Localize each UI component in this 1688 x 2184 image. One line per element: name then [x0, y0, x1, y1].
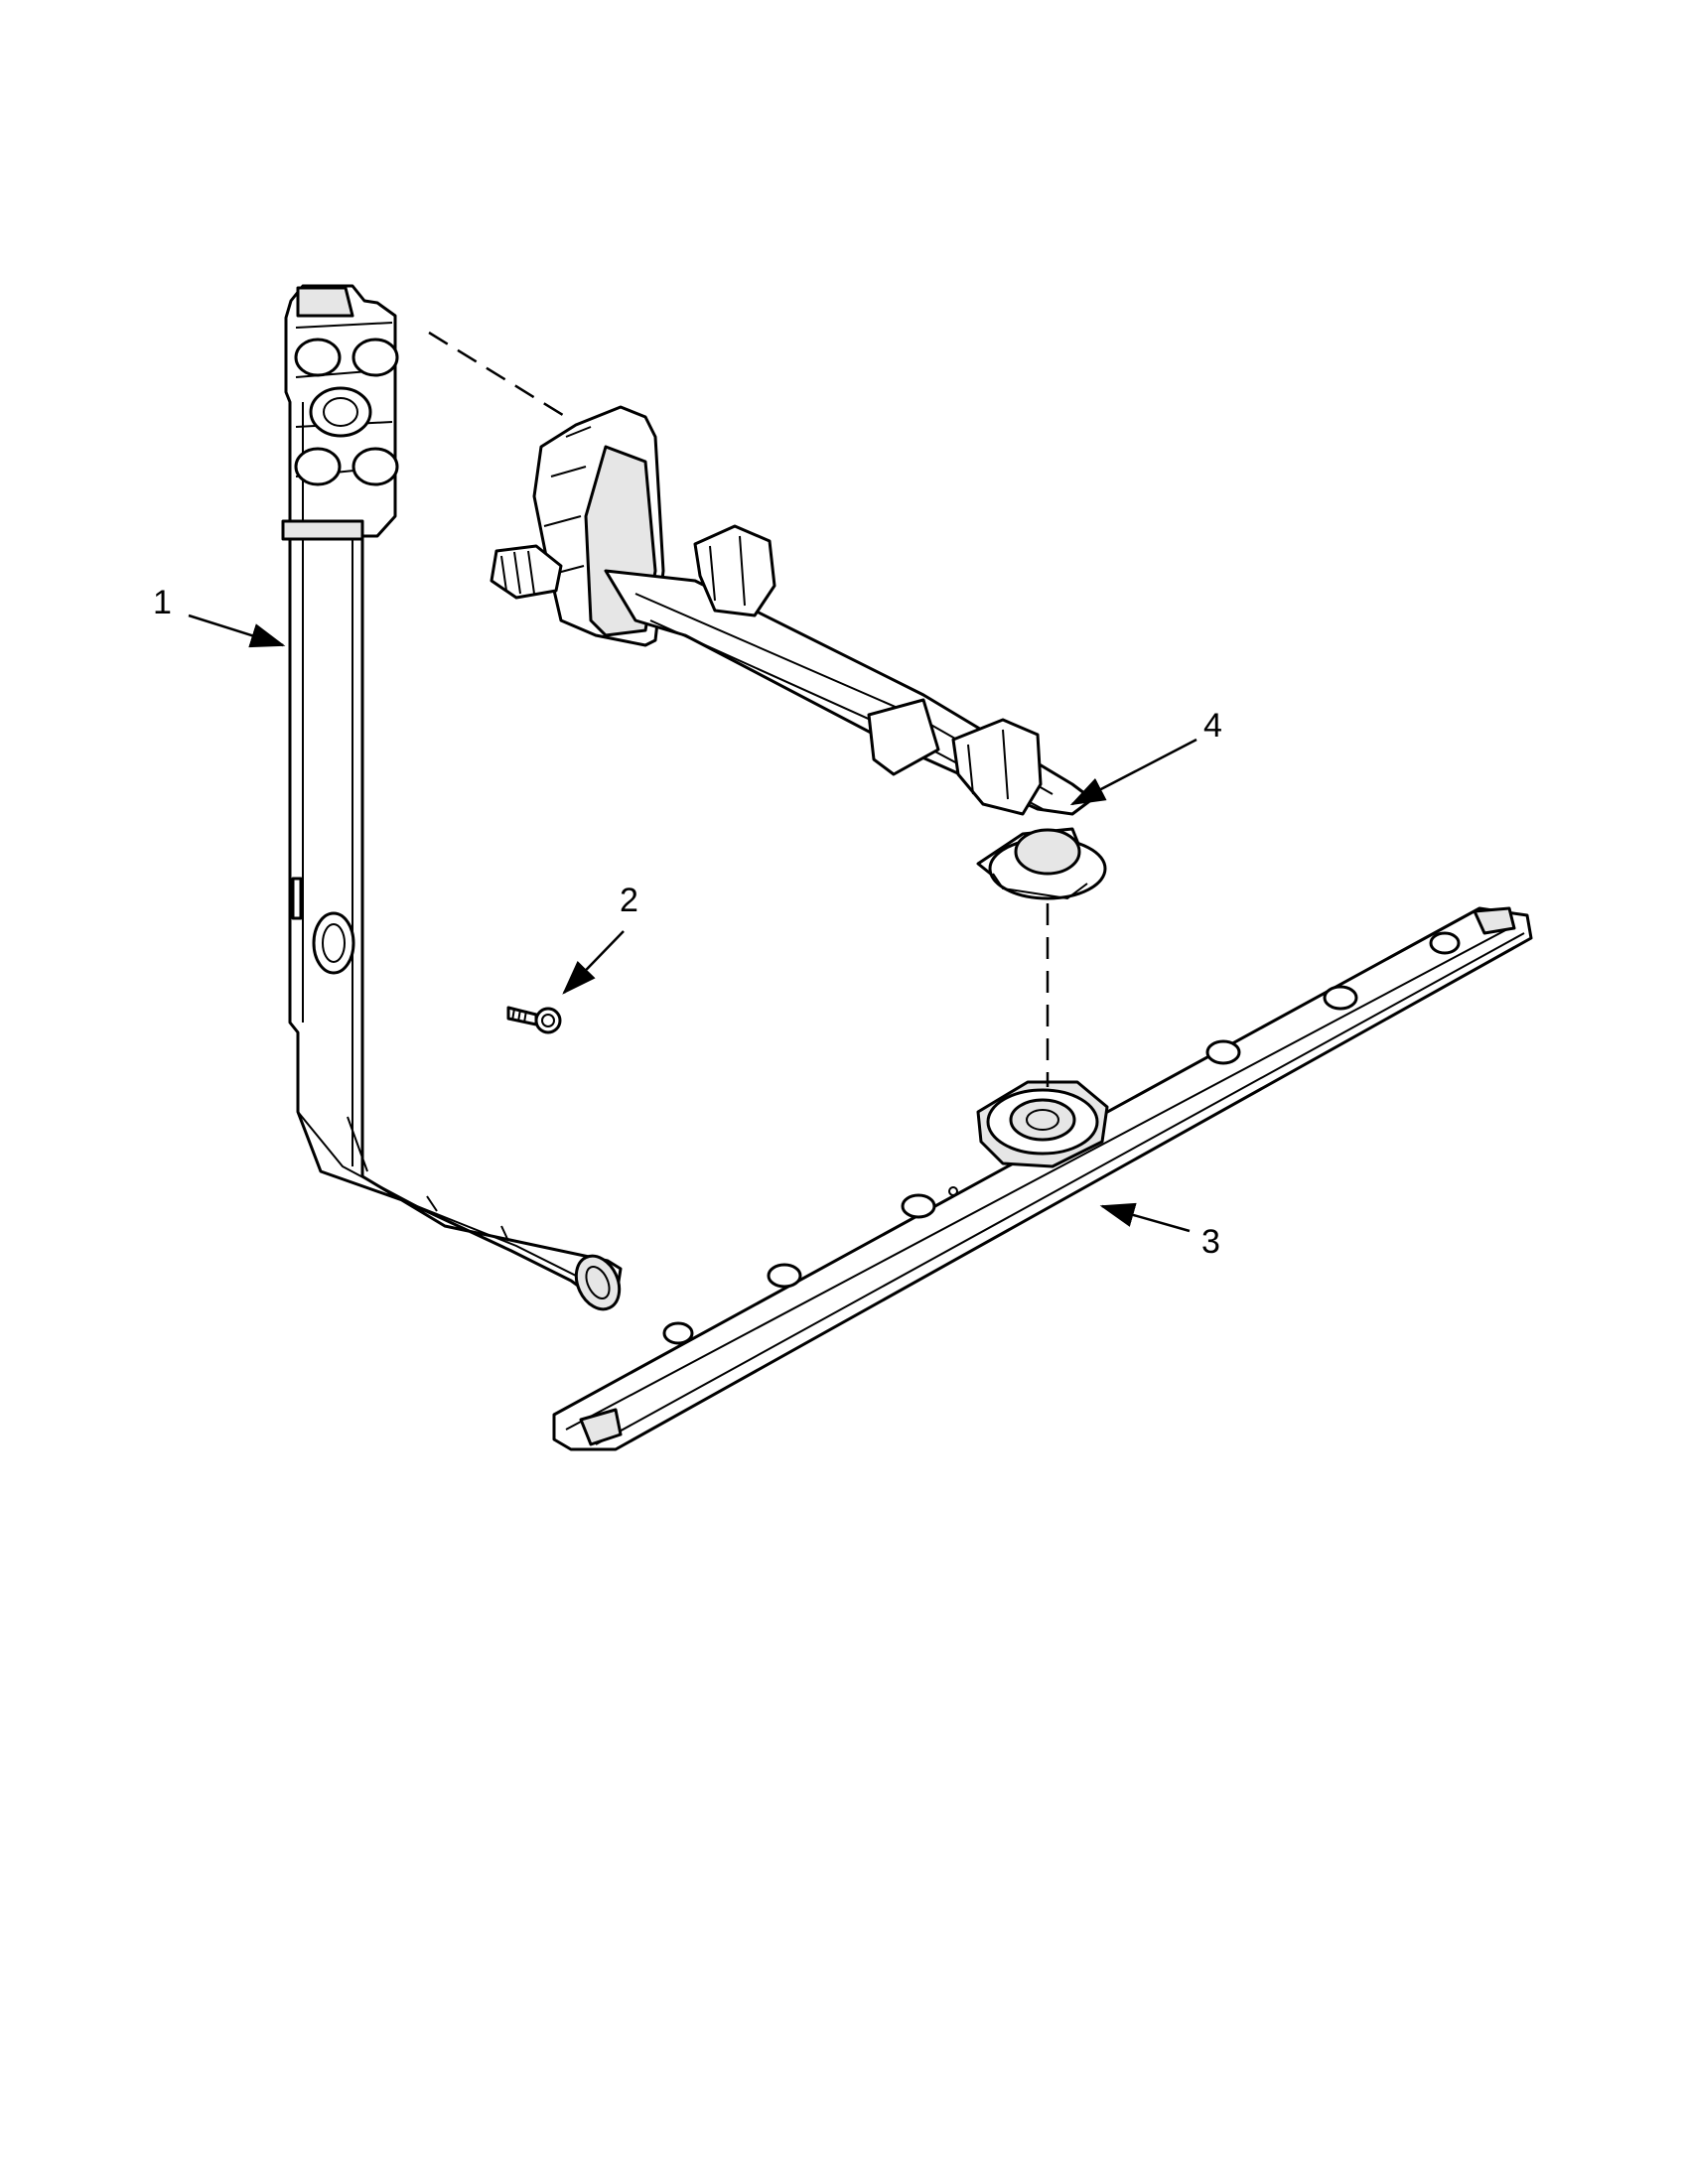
part-3-spray-arm: [552, 906, 1533, 1451]
callout-1-leader: [188, 614, 286, 648]
callout-3-leader: [1099, 1202, 1191, 1233]
part-2-screw: [506, 1006, 562, 1034]
callout-2-label: 2: [620, 882, 638, 919]
part-1-supply-tube: [281, 284, 623, 1311]
callout-3-label: 3: [1201, 1223, 1220, 1261]
callout-4-leader: [1069, 738, 1197, 806]
assembly-line-tube-to-manifold: [428, 331, 567, 419]
callout-1-label: 1: [153, 584, 172, 621]
callout-4-label: 4: [1203, 707, 1222, 745]
callout-2-leader: [562, 930, 625, 995]
part-4-spray-arm-manifold: [490, 405, 1107, 900]
